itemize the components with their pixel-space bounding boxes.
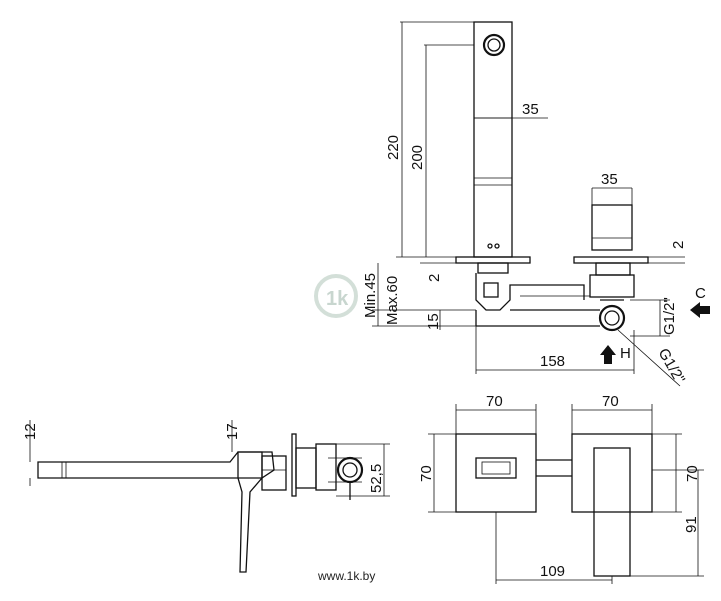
hot-label: H — [620, 345, 631, 362]
valve-front-view — [573, 204, 649, 332]
dim-plate-gap-valve: 2 — [670, 241, 687, 249]
dim-spout-thickness: 12 — [22, 423, 39, 440]
site-watermark: www.1k.by — [317, 569, 375, 583]
dim-plate-height-right: 70 — [684, 465, 701, 482]
top-dimensions — [372, 21, 710, 387]
dim-depth-min: Min.45 — [362, 273, 379, 318]
dim-plate-width-right: 70 — [602, 393, 619, 410]
dim-body-height: 52,5 — [368, 464, 385, 493]
dim-inlet-spacing: 158 — [540, 353, 565, 370]
dim-offset: 15 — [425, 313, 442, 330]
spout-front-view — [455, 21, 600, 327]
dim-spout-width: 35 — [522, 101, 539, 118]
dim-valve-width: 35 — [601, 171, 618, 188]
dim-thread-bottom: G1/2" — [655, 346, 689, 387]
dim-lever-thickness: 17 — [224, 423, 241, 440]
dim-plate-height-left: 70 — [418, 465, 435, 482]
dim-centre-distance: 109 — [540, 563, 565, 580]
dim-spout-height-total: 220 — [385, 135, 402, 160]
front-view — [428, 404, 704, 584]
dim-plate-width-left: 70 — [486, 393, 503, 410]
dim-lever-length: 91 — [683, 516, 700, 533]
watermark-logo: 1k — [314, 274, 358, 318]
dim-plate-gap-spout: 2 — [426, 274, 443, 282]
dim-depth-max: Max.60 — [384, 276, 401, 325]
svg-text:1k: 1k — [326, 288, 349, 310]
dim-spout-height: 200 — [409, 145, 426, 170]
dim-thread-top: G1/2" — [661, 297, 678, 335]
side-view — [29, 420, 390, 573]
cold-label: C — [695, 285, 706, 302]
